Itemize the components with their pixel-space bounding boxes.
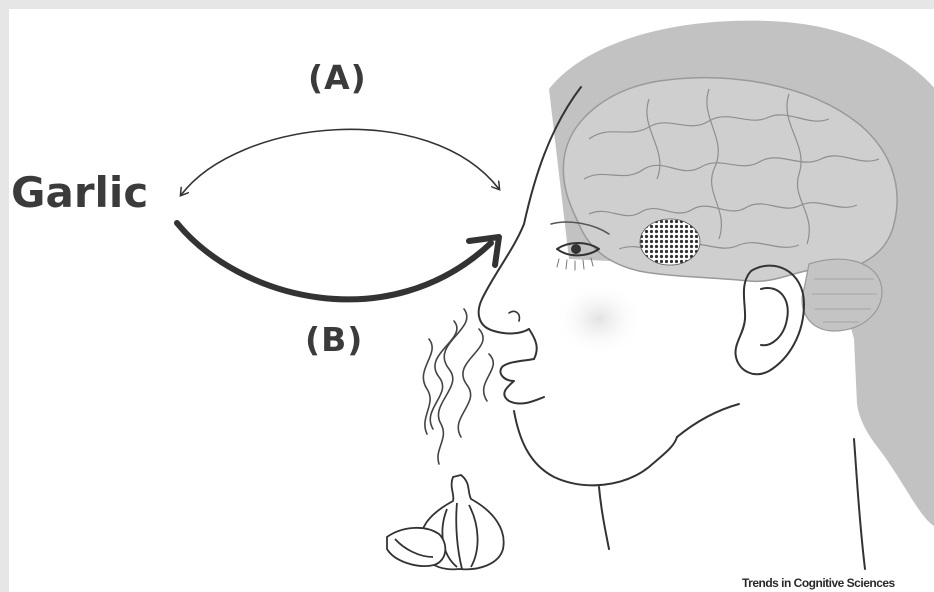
odor-wisps-icon bbox=[423, 309, 493, 464]
route-b-arrow[interactable] bbox=[177, 223, 499, 299]
journal-credit: Trends in Cognitive Sciences bbox=[742, 576, 895, 590]
highlighted-brain-region bbox=[640, 219, 700, 265]
figure-panel: (A) (B) Garlic Trends in Cognitive Scien… bbox=[9, 9, 934, 592]
route-a-arrow[interactable] bbox=[181, 129, 499, 195]
illustration bbox=[9, 9, 934, 592]
route-b-label: (B) bbox=[305, 320, 363, 359]
garlic-label: Garlic bbox=[11, 168, 148, 217]
route-a-label: (A) bbox=[308, 58, 367, 97]
garlic-bulb-icon bbox=[387, 475, 504, 569]
cheek-shading bbox=[554, 281, 644, 357]
